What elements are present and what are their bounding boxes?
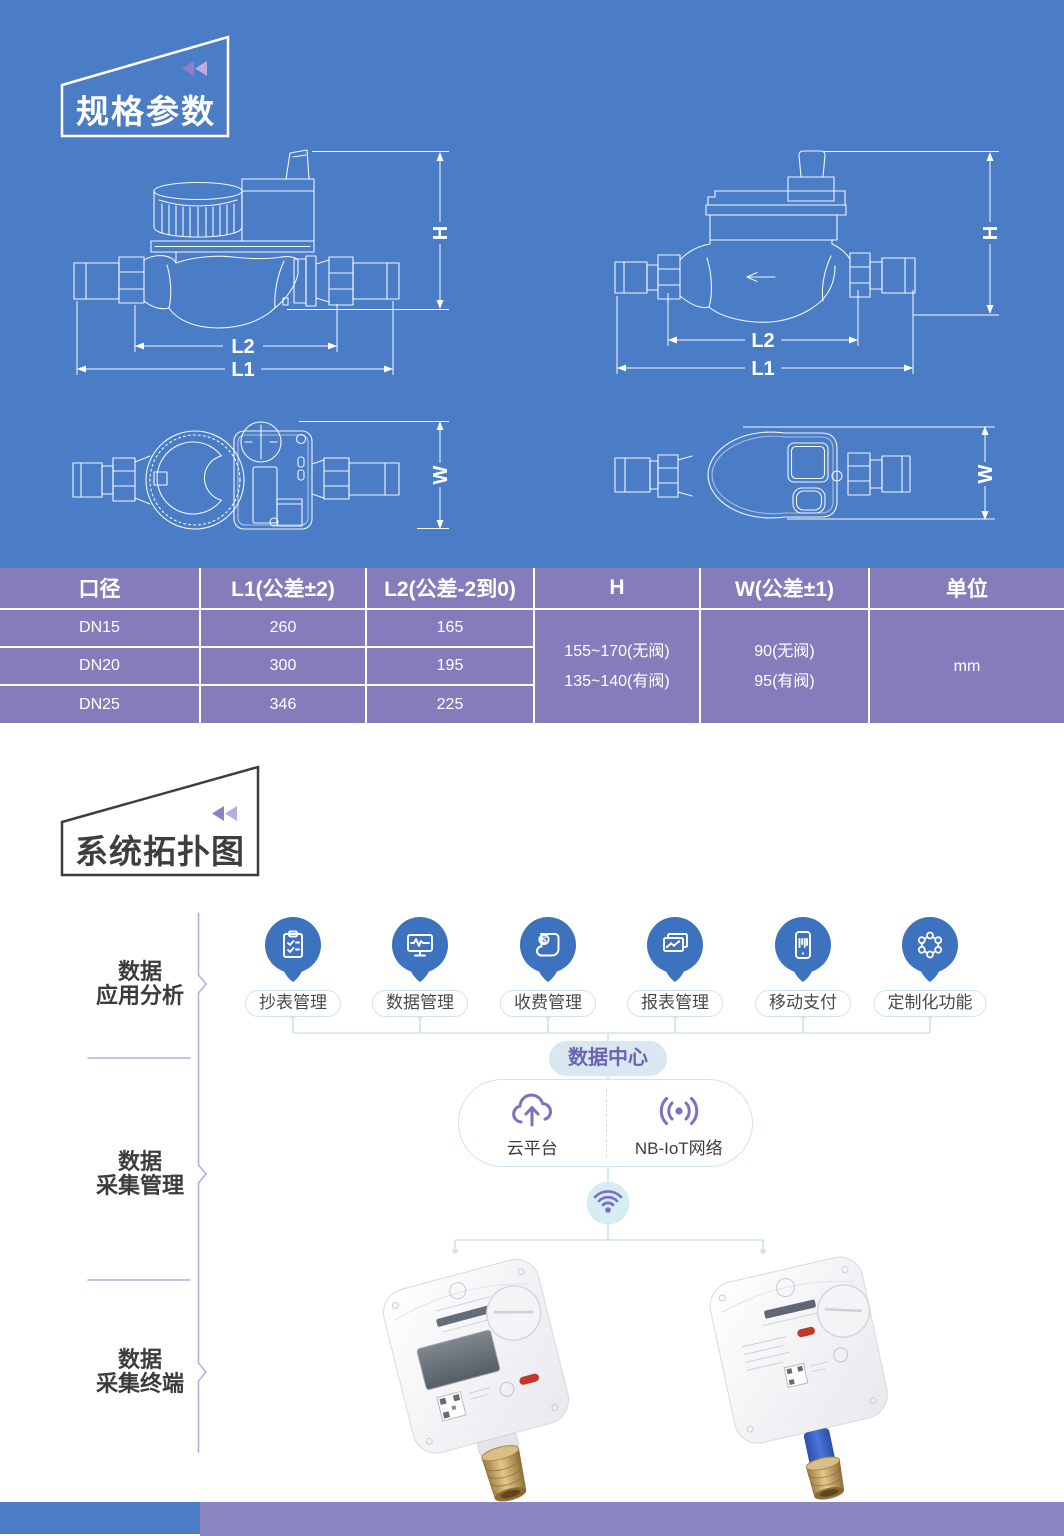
- badge-arrow-icon: [195, 61, 207, 76]
- meter-photos: [383, 1256, 888, 1502]
- platform-box: 云平台 NB-IoT网络: [458, 1079, 753, 1167]
- wifi-icon: [593, 1190, 623, 1207]
- cell-dn: DN15: [0, 610, 199, 646]
- bubble-billing: $: [520, 917, 576, 982]
- monitor-icon: [407, 934, 433, 957]
- cell-dn: DN20: [0, 648, 199, 684]
- cloud-upload-icon: [512, 1093, 553, 1127]
- spec-table: 口径 L1(公差±2) L2(公差-2到0) H W(公差±1) 单位 DN15…: [0, 568, 1064, 723]
- nbiot-network: NB-IoT网络: [606, 1080, 753, 1166]
- cell-dn: DN25: [0, 686, 199, 723]
- spec-badge: 规格参数: [60, 35, 230, 138]
- dim-label-w: W: [975, 464, 997, 483]
- dim-label-l2: L2: [751, 330, 774, 352]
- badge-arrow-icon: [212, 806, 224, 821]
- w-value-valve: 95(有阀): [754, 672, 815, 690]
- col-header: L2(公差-2到0): [367, 568, 533, 608]
- app-label-data-mgmt: 数据管理: [372, 990, 468, 1017]
- report-icon: [663, 933, 688, 952]
- spec-badge-title: 规格参数: [76, 93, 216, 130]
- drawing-top-valve: W: [72, 421, 452, 530]
- rail-chevron: [197, 1164, 208, 1184]
- w-value-novalve: 90(无阀): [754, 642, 815, 660]
- h-value-novalve: 155~170(无阀): [564, 642, 670, 660]
- blue-pipe-brass: [803, 1428, 845, 1500]
- data-center-pill: 数据中心: [549, 1041, 667, 1076]
- topology-badge-outline: [60, 765, 260, 877]
- topology-badge: 系统拓扑图: [60, 765, 260, 877]
- badge-arrow-icon: [182, 61, 194, 76]
- cell-l2: 195: [367, 648, 533, 684]
- topology-badge-title: 系统拓扑图: [75, 833, 245, 870]
- col-header: W(公差±1): [701, 568, 868, 608]
- footer-blue-bar: [0, 1502, 200, 1534]
- cell-w-merged: 90(无阀) 95(有阀): [701, 610, 868, 723]
- cell-l2: 165: [367, 610, 533, 646]
- meter-photo-novalve: [709, 1256, 888, 1500]
- col-header: 单位: [870, 568, 1064, 608]
- dim-label-l2: L2: [231, 336, 254, 358]
- bubble-meter-reading: [265, 917, 321, 982]
- bubble-mobile-pay: [775, 917, 831, 982]
- dim-label-w: W: [430, 465, 452, 484]
- svg-text:$: $: [541, 935, 546, 945]
- app-label-billing: 收费管理: [500, 990, 596, 1017]
- app-label-custom: 定制化功能: [873, 990, 987, 1017]
- drawing-top-novalve: W: [614, 426, 997, 520]
- drawing-side-novalve: H L2 L1: [614, 150, 1002, 380]
- cell-l1: 346: [201, 686, 365, 723]
- rail-chevron: [197, 974, 208, 994]
- mobile-pay-icon: [795, 931, 811, 959]
- spec-badge-outline: [60, 35, 230, 138]
- platform-divider: [606, 1089, 607, 1157]
- dim-label-h: H: [980, 226, 1002, 240]
- badge-arrow-icon: [225, 806, 237, 821]
- cloud-platform-label: 云平台: [506, 1139, 558, 1158]
- app-label-meter-reading: 抄表管理: [245, 990, 341, 1017]
- dim-label-l1: L1: [751, 358, 774, 380]
- cell-unit: mm: [870, 610, 1064, 723]
- nbiot-network-label: NB-IoT网络: [634, 1139, 723, 1158]
- col-header: 口径: [0, 568, 199, 608]
- nbiot-signal-icon: [659, 1097, 698, 1125]
- rail-label-terminal: 数据 采集终端: [95, 1347, 184, 1396]
- col-header: H: [535, 568, 699, 608]
- billing-icon: $: [536, 933, 560, 957]
- bubble-data-mgmt: [392, 917, 448, 982]
- app-label-mobile-pay: 移动支付: [755, 990, 851, 1017]
- cell-l1: 300: [201, 648, 365, 684]
- rail-label-app-analysis: 数据 应用分析: [95, 959, 184, 1008]
- spec-section: 规格参数: [0, 0, 1064, 568]
- footer-purple-bar: [200, 1502, 1064, 1536]
- custom-network-icon: [917, 931, 943, 959]
- cell-l2: 225: [367, 686, 533, 723]
- h-value-valve: 135~140(有阀): [564, 672, 670, 690]
- brass-connector: [481, 1445, 527, 1502]
- wifi-node: [586, 1181, 630, 1225]
- drawing-side-valve: H L2 L1: [73, 149, 452, 381]
- bubble-reports: [647, 917, 703, 982]
- bubble-custom: [902, 917, 958, 982]
- cell-h-merged: 155~170(无阀) 135~140(有阀): [535, 610, 699, 723]
- cloud-platform: 云平台: [459, 1080, 606, 1166]
- clipboard-icon: [283, 930, 303, 958]
- rail-label-collection-mgmt: 数据 采集管理: [95, 1149, 184, 1198]
- cell-l1: 260: [201, 610, 365, 646]
- rail-chevron: [197, 1362, 208, 1382]
- app-label-reports: 报表管理: [627, 990, 723, 1017]
- dim-label-l1: L1: [231, 359, 254, 381]
- meter-photo-valve: [383, 1258, 570, 1502]
- dim-label-h: H: [430, 226, 452, 240]
- col-header: L1(公差±2): [201, 568, 365, 608]
